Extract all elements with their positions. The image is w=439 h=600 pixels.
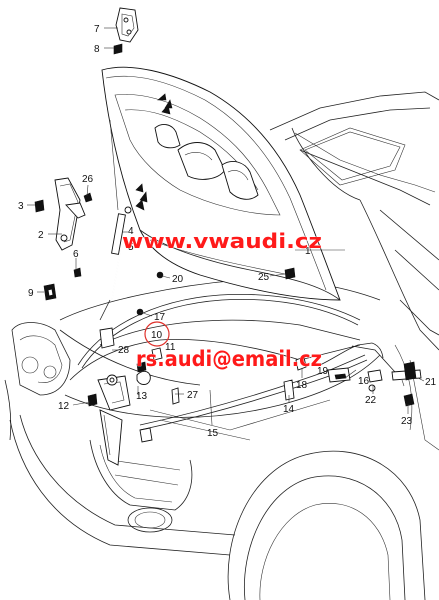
leader-lines	[27, 27, 425, 426]
callout-12: 12	[58, 401, 70, 412]
watermark-site: www.vwaudi.cz	[122, 229, 322, 253]
callout-8: 8	[94, 44, 100, 55]
release-cable	[295, 342, 422, 407]
callout-2: 2	[38, 230, 44, 241]
callout-4: 4	[128, 226, 134, 237]
callout-10: 10	[151, 330, 163, 341]
callout-17: 17	[154, 312, 166, 323]
highlight-circle	[144, 321, 170, 347]
hinge-lower-left	[34, 177, 93, 278]
hinge-upper	[113, 7, 139, 55]
gas-strut	[99, 206, 132, 321]
callout-28: 28	[118, 345, 130, 356]
callout-14: 14	[283, 404, 295, 415]
callout-19: 19	[317, 366, 329, 377]
hood-panel	[101, 66, 341, 301]
callout-9: 9	[28, 288, 34, 299]
callout-labels: 7 8 3 26 2 4 6 5 9 1 25 20 17 10 11 28 1…	[18, 24, 437, 439]
callout-25: 25	[258, 272, 270, 283]
callout-23: 23	[401, 416, 413, 427]
callout-16: 16	[358, 376, 370, 387]
lock-parts	[87, 267, 296, 466]
callout-5: 5	[128, 242, 134, 253]
bracket-9	[43, 283, 57, 301]
callout-3: 3	[18, 201, 24, 212]
callout-27: 27	[187, 390, 199, 401]
watermark-email: rs.audi@email.cz	[136, 347, 322, 371]
callout-6: 6	[73, 249, 79, 260]
callout-26: 26	[82, 174, 94, 185]
callout-21: 21	[425, 377, 437, 388]
callout-22: 22	[365, 395, 377, 406]
callout-13: 13	[136, 391, 148, 402]
callout-7: 7	[94, 24, 100, 35]
callout-15: 15	[207, 428, 219, 439]
callout-1: 1	[305, 246, 311, 257]
callout-18: 18	[296, 380, 308, 391]
callout-20: 20	[172, 274, 184, 285]
vehicle-body	[4, 91, 439, 600]
callout-11: 11	[165, 342, 176, 353]
